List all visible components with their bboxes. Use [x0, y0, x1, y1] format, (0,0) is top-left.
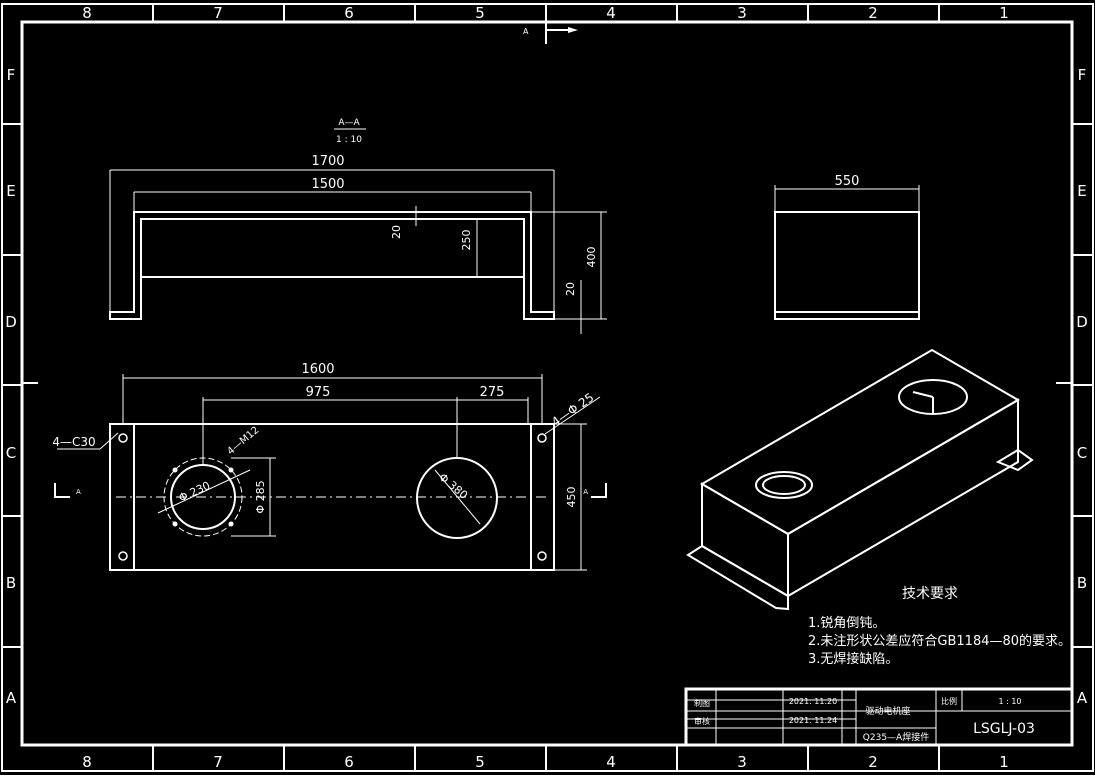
row-label: F	[7, 66, 16, 84]
dim-975: 975	[306, 385, 331, 400]
section-marker-label: A	[523, 27, 529, 36]
large-bore	[416, 457, 498, 539]
row-label: B	[6, 574, 16, 592]
row-label: F	[1078, 66, 1087, 84]
dim-400: 400	[585, 247, 598, 268]
col-label: 8	[82, 4, 92, 22]
row-label: E	[1077, 182, 1086, 200]
col-label: 7	[213, 4, 223, 22]
checked-label: 审核	[694, 716, 710, 726]
dim-550: 550	[835, 174, 860, 189]
dim-1500: 1500	[311, 177, 344, 192]
col-label: 7	[213, 753, 223, 771]
material: Q235—A焊接件	[863, 731, 929, 743]
note-item: 3.无焊接缺陷。	[808, 651, 898, 667]
base-outline	[109, 423, 555, 571]
col-label: 3	[737, 753, 747, 771]
technical-notes: 技术要求 1.锐角倒钝。 2.未注形状公差应符合GB1184—80的要求。 3.…	[808, 586, 1071, 667]
col-label: 1	[999, 4, 1009, 22]
notes-title: 技术要求	[902, 586, 958, 602]
row-label: C	[6, 444, 16, 462]
top-view: 1600 975 275 4—C30 4—Φ 25 450 Φ 285 Φ 23…	[52, 362, 607, 571]
col-label: 5	[475, 4, 485, 22]
section-arrow-top: A	[523, 27, 578, 44]
drawing-number: LSGLJ-03	[973, 721, 1035, 737]
col-label: 3	[737, 4, 747, 22]
row-label: D	[1076, 313, 1088, 331]
checked-date: 2021. 11.24	[789, 716, 837, 725]
dim-small-bore: Φ 230	[177, 479, 213, 505]
dim-1600: 1600	[301, 362, 334, 377]
isometric-view	[686, 348, 1034, 611]
row-label: E	[6, 182, 15, 200]
col-label: 1	[999, 753, 1009, 771]
dim-chamfer: 4—C30	[52, 435, 95, 449]
dim-275: 275	[480, 385, 505, 400]
zone-labels: 8 7 6 5 4 3 2 1 8 7 6 5 4 3 2 1 F E D C …	[5, 4, 1088, 771]
section-label-right: A	[583, 488, 588, 496]
drawn-label: 制图	[694, 698, 710, 708]
section-view: A—A 1 : 10 1700 1500 20 250 400 20	[109, 118, 607, 334]
col-label: 2	[868, 4, 878, 22]
zone-ticks	[2, 4, 1093, 771]
scale-value: 1 : 10	[998, 697, 1021, 706]
col-label: 4	[606, 753, 616, 771]
section-scale: 1 : 10	[336, 135, 362, 145]
dim-foot-20: 20	[564, 282, 577, 296]
title-block: 制图 审核 2021. 11.20 2021. 11.24 驱动电机座 Q235…	[684, 687, 1074, 747]
dim-wall-20: 20	[390, 225, 403, 239]
note-item: 2.未注形状公差应符合GB1184—80的要求。	[808, 633, 1071, 649]
row-label: A	[6, 689, 17, 707]
col-label: 5	[475, 753, 485, 771]
dim-tapped: 4—M12	[225, 425, 261, 458]
dim-bolt-circle: Φ 285	[254, 480, 267, 513]
col-label: 6	[344, 4, 354, 22]
dim-1700: 1700	[311, 154, 344, 169]
dim-250: 250	[460, 230, 473, 251]
col-label: 4	[606, 4, 616, 22]
scale-label: 比例	[941, 696, 957, 706]
channel-profile	[109, 211, 555, 320]
part-name: 驱动电机座	[865, 705, 910, 717]
outer-border	[1, 3, 1094, 772]
drawn-date: 2021. 11.20	[789, 697, 837, 706]
col-label: 2	[868, 753, 878, 771]
note-item: 1.锐角倒钝。	[808, 616, 885, 631]
section-label-left: A	[76, 488, 81, 496]
side-view: 550	[774, 174, 920, 320]
section-title: A—A	[338, 118, 360, 128]
dim-450: 450	[565, 487, 578, 508]
row-label: D	[5, 313, 17, 331]
dim-corner-holes: 4—Φ 25	[549, 390, 596, 429]
row-label: C	[1077, 444, 1087, 462]
col-label: 8	[82, 753, 92, 771]
row-label: B	[1077, 574, 1087, 592]
col-label: 6	[344, 753, 354, 771]
row-label: A	[1077, 689, 1088, 707]
